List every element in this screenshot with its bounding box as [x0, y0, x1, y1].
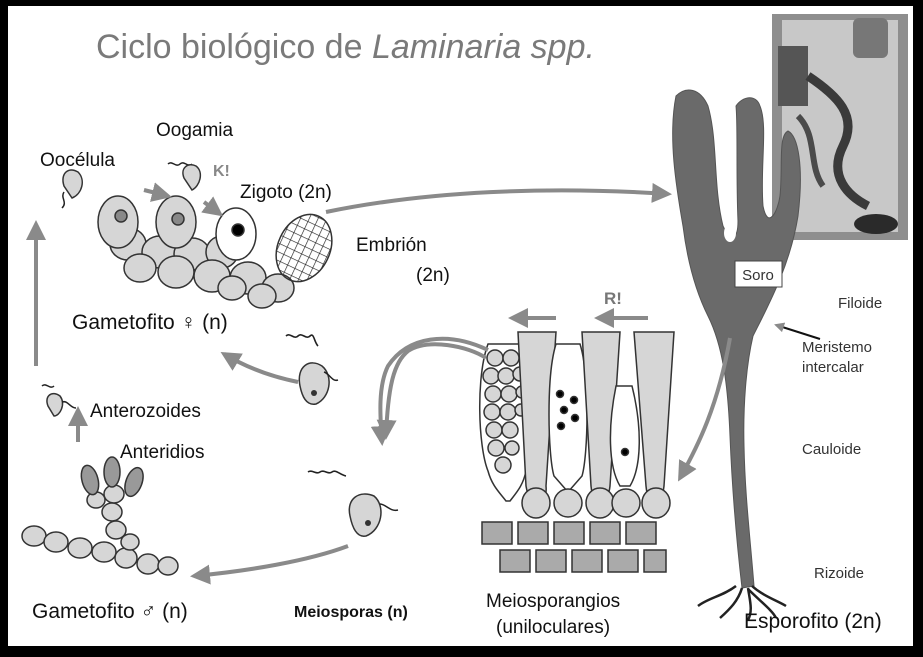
meiospore-upper	[286, 335, 338, 404]
male-gametophyte	[22, 457, 178, 575]
cauloide-label: Cauloide	[802, 441, 861, 458]
esporofito-label: Esporofito (2n)	[744, 610, 882, 633]
oocelula-label: Oocélula	[40, 150, 115, 171]
antherozoid	[42, 385, 76, 416]
meiosporangios-label: Meiosporangios	[486, 591, 620, 612]
gametofito-female-label: Gametofito ♀ (n)	[72, 311, 228, 334]
embrion-label: Embrión	[356, 235, 427, 256]
rizoide-label: Rizoide	[814, 565, 864, 582]
diagram-title: Ciclo biológico de Laminaria spp.	[96, 28, 595, 66]
meiospore-lower	[308, 471, 398, 536]
oogamia-arrow-1	[144, 190, 168, 196]
meiosporangia	[480, 332, 674, 572]
anterozoides-label: Anterozoides	[90, 401, 201, 422]
intercalar-label: intercalar	[802, 359, 864, 376]
anteridios-label: Anteridios	[120, 442, 205, 463]
diagram-frame: Ciclo biológico de Laminaria spp. Soro F…	[8, 6, 913, 646]
filoide-label: Filoide	[838, 295, 882, 312]
zigoto-label: Zigoto (2n)	[240, 182, 332, 203]
embrion-ploidy-label: (2n)	[416, 265, 450, 286]
oogamia-arrow-2	[204, 202, 220, 214]
meiospore-release-arrow	[386, 344, 486, 436]
k-label: K!	[213, 163, 230, 180]
meristemo-label: Meristemo	[802, 339, 872, 356]
soro-label: Soro	[742, 267, 774, 284]
r-label: R!	[604, 289, 622, 308]
gametofito-male-label: Gametofito ♂ (n)	[32, 600, 188, 623]
oocelula-cell	[62, 170, 82, 208]
life-cycle-diagram: Ciclo biológico de Laminaria spp. Soro F…	[8, 6, 913, 646]
oogamia-label: Oogamia	[156, 120, 234, 141]
sperm-fertilizing	[168, 163, 200, 190]
sporophyte-thallus: Soro	[673, 90, 820, 620]
meiosporas-label: Meiosporas (n)	[294, 604, 408, 621]
uniloculares-label: (uniloculares)	[496, 617, 610, 638]
